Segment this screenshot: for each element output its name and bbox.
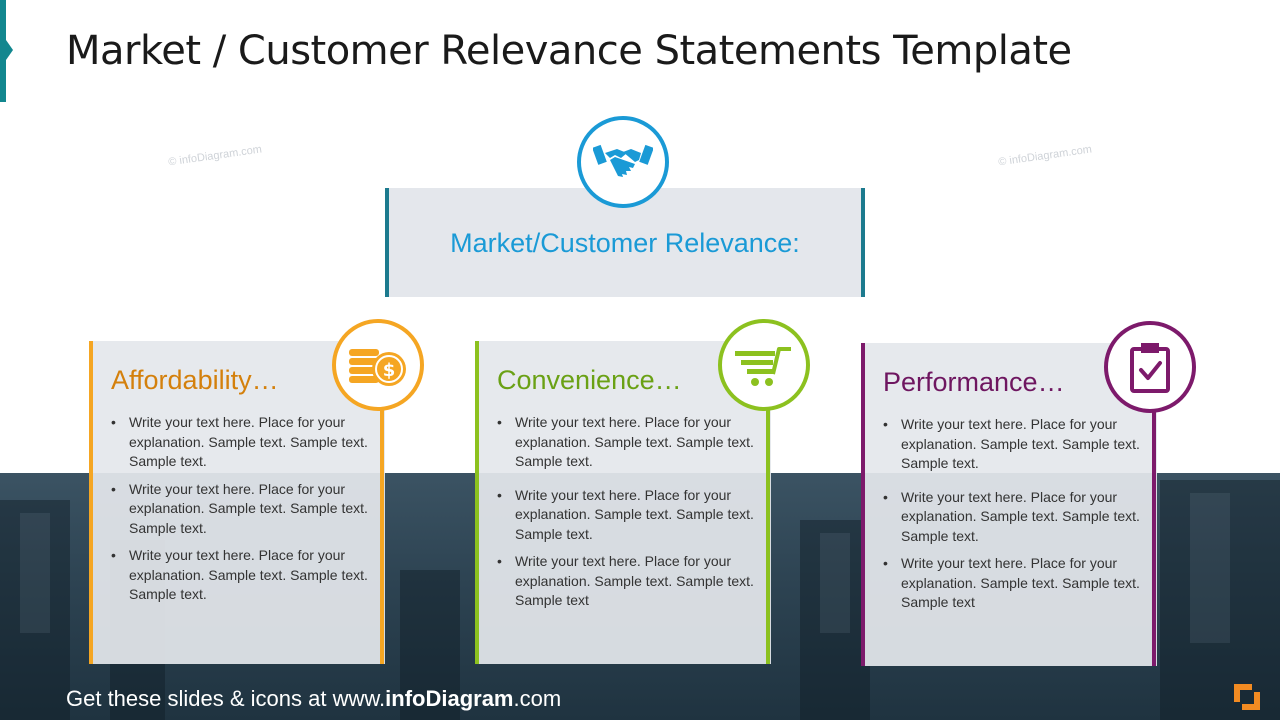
list-item: Write your text here. Place for your exp… xyxy=(883,554,1143,613)
card-title: Convenience… xyxy=(497,365,682,395)
footer-brand: infoDiagram xyxy=(385,686,514,711)
coins-icon: $ xyxy=(349,349,406,386)
shopping-cart-icon xyxy=(735,347,791,386)
footer-link-text[interactable]: Get these slides & icons at www.infoDiag… xyxy=(66,686,561,712)
clipboard-check-icon-circle xyxy=(1104,321,1196,413)
card-title: Affordability… xyxy=(111,365,279,395)
list-item: Write your text here. Place for your exp… xyxy=(111,480,371,539)
svg-text:$: $ xyxy=(383,360,396,381)
accent-bar xyxy=(0,0,6,102)
shopping-cart-icon-circle xyxy=(718,319,810,411)
bullet-list: Write your text here. Place for your exp… xyxy=(883,415,1143,621)
list-item: Write your text here. Place for your exp… xyxy=(111,413,371,472)
coins-icon-circle: $ xyxy=(332,319,424,411)
card-convenience: Convenience… Write your text here. Place… xyxy=(475,341,771,664)
list-item: Write your text here. Place for your exp… xyxy=(883,415,1143,474)
list-item: Write your text here. Place for your exp… xyxy=(497,413,757,472)
list-item: Write your text here. Place for your exp… xyxy=(111,546,371,605)
watermark: © infoDiagram.com xyxy=(997,143,1093,169)
card-affordability: Affordability… Write your text here. Pla… xyxy=(89,341,385,664)
card-title: Performance… xyxy=(883,367,1065,397)
list-item: Write your text here. Place for your exp… xyxy=(497,552,757,611)
relevance-header-label: Market/Customer Relevance: xyxy=(450,228,800,258)
card-connector-line xyxy=(1152,410,1156,666)
bullet-list: Write your text here. Place for your exp… xyxy=(497,413,757,619)
footer-prefix: Get these slides & icons at www. xyxy=(66,686,386,711)
accent-arrow xyxy=(6,40,13,60)
watermark: © infoDiagram.com xyxy=(167,143,263,169)
card-connector-line xyxy=(380,410,384,664)
handshake-icon xyxy=(593,144,653,177)
footer-suffix: .com xyxy=(513,686,562,711)
slide-title: Market / Customer Relevance Statements T… xyxy=(66,28,1072,74)
brand-logo-icon xyxy=(1234,684,1260,710)
card-performance: Performance… Write your text here. Place… xyxy=(861,343,1157,666)
handshake-icon-circle xyxy=(577,116,669,208)
bullet-list: Write your text here. Place for your exp… xyxy=(111,413,371,613)
clipboard-check-icon xyxy=(1130,343,1170,393)
card-connector-line xyxy=(766,410,770,664)
list-item: Write your text here. Place for your exp… xyxy=(497,486,757,545)
list-item: Write your text here. Place for your exp… xyxy=(883,488,1143,547)
